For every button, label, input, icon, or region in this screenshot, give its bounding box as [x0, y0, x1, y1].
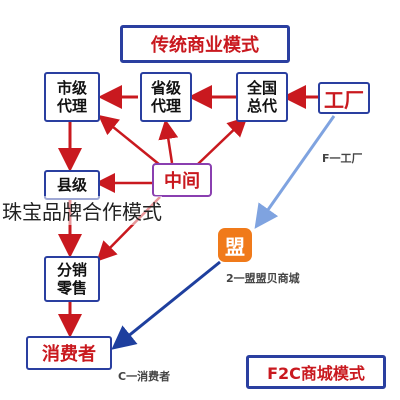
- node-national-agent: 全国 总代: [236, 72, 288, 122]
- node-national-agent-label: 全国 总代: [246, 79, 277, 115]
- node-county-agent: 县级: [44, 170, 100, 200]
- label-f-factory: F一工厂: [322, 152, 363, 165]
- arrow-factory-to-app: [254, 115, 336, 229]
- mall-app-icon: 盟: [218, 228, 252, 262]
- label-c-consumer: C一消费者: [118, 370, 171, 383]
- label-2-mall: 2一盟盟贝商城: [226, 272, 300, 285]
- arrow-middle-to-province: [158, 119, 179, 164]
- node-province-agent-label: 省级 代理: [150, 79, 181, 115]
- node-distribution-retail: 分销 零售: [44, 256, 100, 302]
- arrow-middle-to-city: [98, 114, 161, 166]
- traditional-model-title: 传统商业模式: [120, 25, 290, 63]
- caption-overlay: 珠宝品牌合作模式: [2, 196, 162, 225]
- f2c-model-title: F2C商城模式: [246, 355, 386, 389]
- node-middleman: 中间: [152, 163, 212, 197]
- node-distribution-retail-label: 分销 零售: [56, 261, 87, 297]
- arrow-app-to-consumer: [111, 260, 221, 350]
- node-consumer: 消费者: [26, 336, 112, 370]
- node-city-agent: 市级 代理: [44, 72, 100, 122]
- node-factory: 工厂: [318, 82, 370, 114]
- node-city-agent-label: 市级 代理: [56, 79, 87, 115]
- node-county-agent-label: 县级: [56, 176, 87, 194]
- node-province-agent: 省级 代理: [140, 72, 192, 122]
- arrow-middle-to-national: [197, 116, 248, 165]
